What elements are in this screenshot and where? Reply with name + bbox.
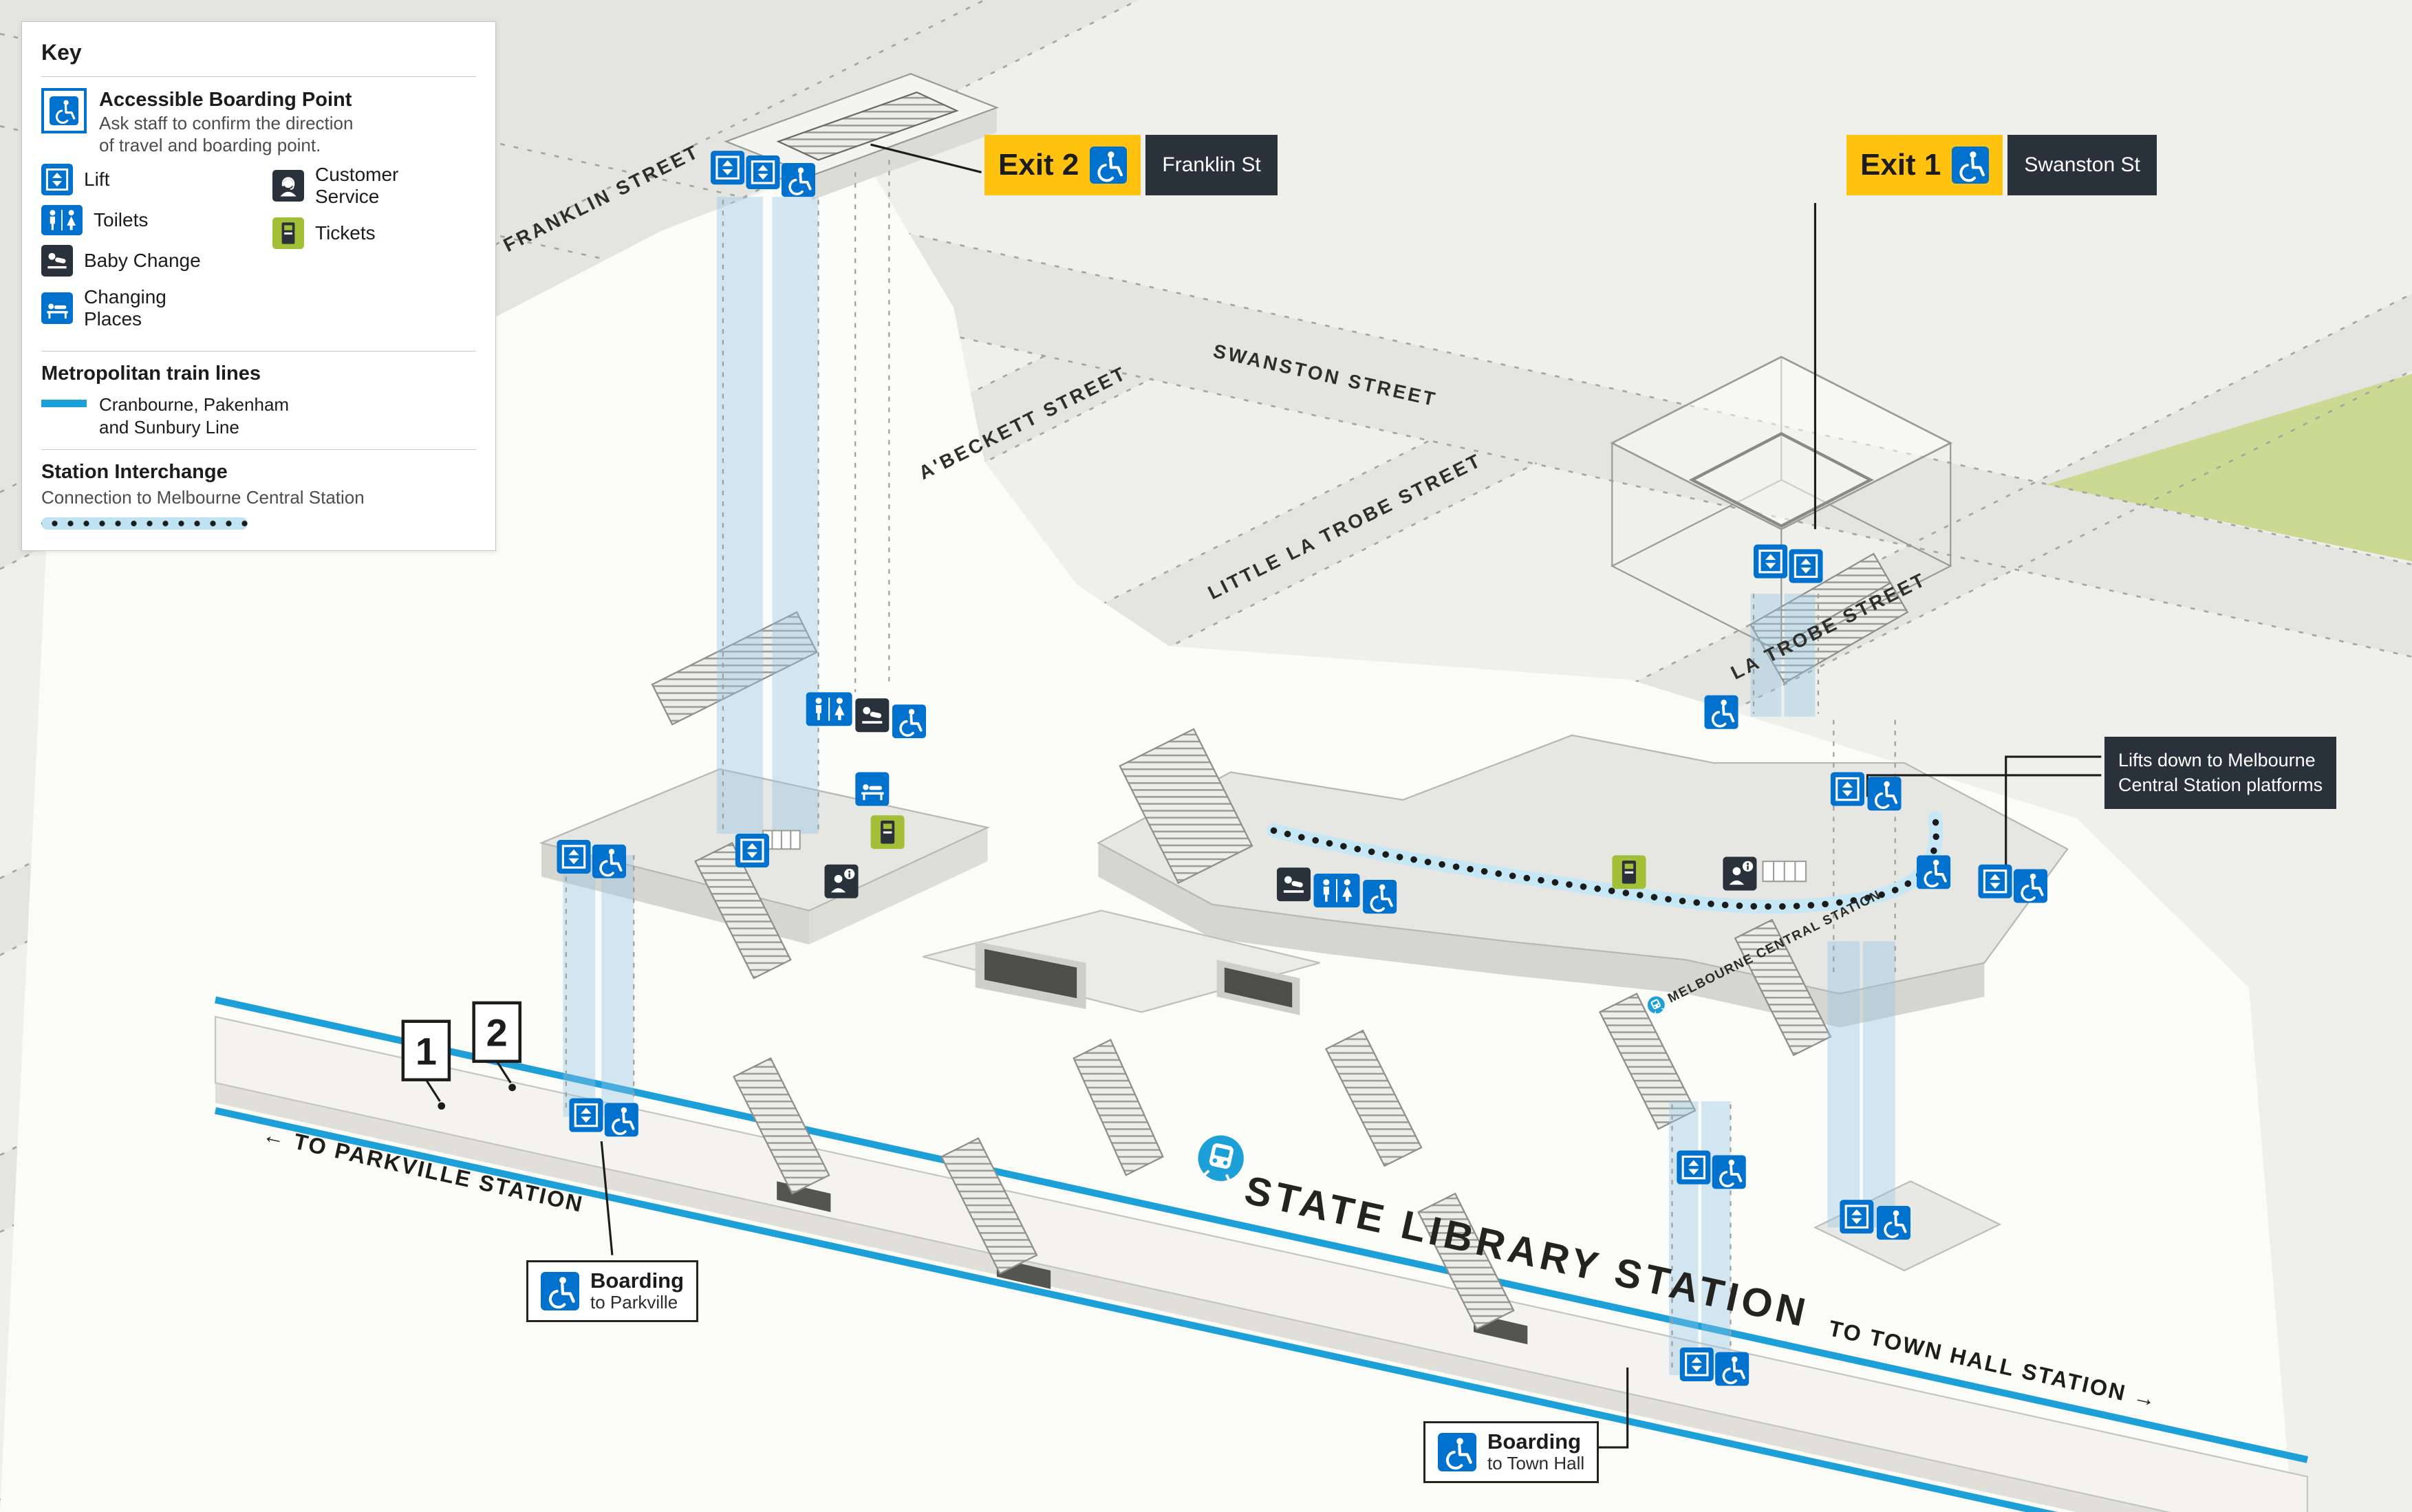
svg-text:1: 1 <box>416 1029 437 1072</box>
toilets-icon <box>41 205 83 235</box>
lift-icon <box>1679 1347 1714 1381</box>
wheelchair-icon <box>892 704 927 739</box>
interchange-path <box>1267 811 1943 914</box>
wheelchair-icon <box>1876 1206 1911 1240</box>
exit-1-street: Swanston St <box>2007 135 2157 195</box>
platform-number-2: 2 <box>472 1001 521 1063</box>
platform1-dot <box>438 1102 446 1110</box>
changing-places-icon <box>855 772 890 806</box>
wheelchair-icon <box>1712 1155 1746 1189</box>
legend-changing-places-label: Changing Places <box>84 285 166 330</box>
platform-strip <box>214 996 2309 1512</box>
legend: Key Accessible Boarding Point Ask staff … <box>21 21 496 551</box>
lift-icon <box>711 151 745 185</box>
accessible-boarding-label: Accessible Boarding Point <box>99 89 352 111</box>
exit-2-street: Franklin St <box>1145 135 1278 195</box>
accessible-boarding-icon <box>604 1103 638 1137</box>
light-shafts <box>563 197 1895 1375</box>
customer-service-icon <box>1723 856 1757 891</box>
divider <box>41 449 476 451</box>
customer-service-icon <box>272 170 304 202</box>
wheelchair-icon <box>1867 777 1902 811</box>
lift-icon <box>1830 772 1864 806</box>
baby-change-icon <box>855 698 890 733</box>
interchange-note: Connection to Melbourne Central Station <box>41 487 365 508</box>
lift-icon <box>41 164 73 195</box>
accessible-boarding-icon <box>781 163 816 197</box>
wheelchair-icon <box>1363 879 1397 914</box>
accessible-boarding-icon <box>1715 1352 1749 1386</box>
lift-icon <box>1789 549 1823 583</box>
svg-text:2: 2 <box>486 1011 508 1054</box>
wheelchair-icon <box>1952 147 1989 184</box>
lift-icon <box>735 833 769 868</box>
lifts-tooltip: Lifts down to Melbourne Central Station … <box>2104 737 2337 809</box>
changing-places-icon <box>41 292 73 324</box>
interchange-swatch <box>41 517 248 530</box>
exit-2-text: Exit 2 <box>998 148 1079 182</box>
wheelchair-icon <box>1090 147 1127 184</box>
wheelchair-icon <box>1917 855 1951 889</box>
park <box>2045 374 2412 562</box>
accessible-boarding-icon <box>541 1272 579 1310</box>
rail-line-north <box>214 996 2309 1463</box>
legend-tickets-label: Tickets <box>315 222 376 244</box>
platform2-dot <box>508 1083 516 1092</box>
lift-icon <box>1978 864 2012 898</box>
train-line-swatch <box>41 400 87 408</box>
lift-icon <box>1840 1200 1874 1234</box>
street-label-little-latrobe: LITTLE LA TROBE STREET <box>1205 449 1485 603</box>
customer-service-icon <box>824 864 859 898</box>
boarding-title: Boarding <box>1487 1429 1582 1454</box>
accessible-boarding-note: Ask staff to confirm the direction of tr… <box>99 112 354 156</box>
lift-icon <box>557 839 591 874</box>
divider <box>41 351 476 352</box>
legend-customer-service-label: Customer Service <box>315 163 399 207</box>
toilets-icon <box>1313 874 1360 908</box>
boarding-destination: to Parkville <box>590 1292 678 1313</box>
tickets-icon <box>272 217 304 249</box>
lift-icon <box>1677 1150 1711 1185</box>
baby-change-icon <box>41 245 73 277</box>
boarding-townhall-callout: Boarding to Town Hall <box>1423 1421 1600 1483</box>
lift-icon <box>746 155 780 190</box>
wheelchair-icon <box>592 844 627 878</box>
boarding-destination: to Town Hall <box>1487 1453 1585 1474</box>
tickets-icon <box>870 815 905 850</box>
depth-guides <box>565 160 1896 1372</box>
exit-1-text: Exit 1 <box>1860 148 1941 182</box>
accessible-boarding-icon <box>1438 1433 1476 1471</box>
lift-icon <box>1754 544 1788 579</box>
legend-baby-change-label: Baby Change <box>84 249 201 271</box>
platform-number-1: 1 <box>401 1019 451 1081</box>
boarding-parkville-callout: Boarding to Parkville <box>526 1260 699 1322</box>
train-lines-title: Metropolitan train lines <box>41 363 261 385</box>
legend-toilets-label: Toilets <box>94 208 149 230</box>
exit1-entrance <box>1610 356 1953 654</box>
wheelchair-icon <box>2013 869 2048 903</box>
train-line-label: Cranbourne, Pakenham and Sunbury Line <box>99 394 290 438</box>
accessible-boarding-icon <box>41 88 87 133</box>
interchange-title: Station Interchange <box>41 461 228 484</box>
divider <box>41 76 476 77</box>
exit-2-label: Exit 2 Franklin St <box>984 135 1278 195</box>
tickets-icon <box>1612 855 1646 889</box>
toilets-icon <box>806 692 852 726</box>
boarding-title: Boarding <box>590 1268 685 1293</box>
escalators <box>651 552 1909 1330</box>
rail-line-south <box>214 1107 2058 1512</box>
legend-lift-label: Lift <box>84 168 110 190</box>
baby-change-icon <box>1276 867 1311 902</box>
exit-1-label: Exit 1 Swanston St <box>1846 135 2157 195</box>
legend-title: Key <box>41 40 82 65</box>
wheelchair-icon <box>1704 695 1738 729</box>
lift-icon <box>569 1098 603 1132</box>
